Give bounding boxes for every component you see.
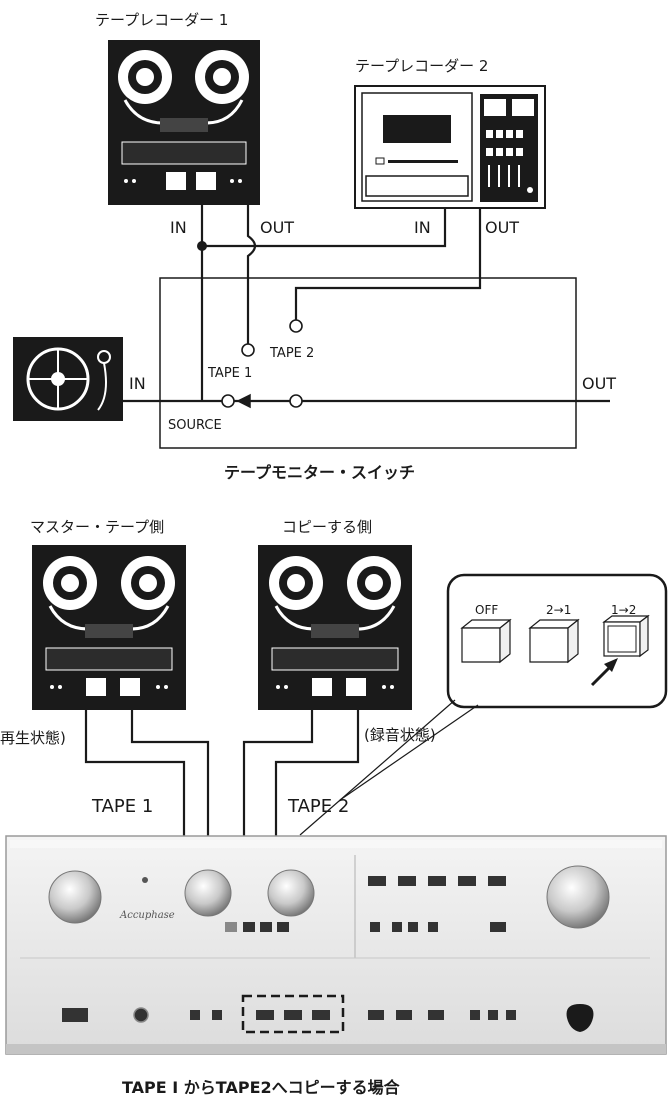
selector-knob[interactable] xyxy=(547,866,609,928)
copy-reel-recorder-icon xyxy=(258,545,412,710)
rec1-in-label: IN xyxy=(170,218,187,237)
rec2-in-wire xyxy=(202,208,445,246)
tape1-terminal-label: TAPE 1 xyxy=(207,366,252,381)
switch-out-label: OUT xyxy=(582,374,616,393)
top-caption: テープモニター・スイッチ xyxy=(224,463,415,482)
switch-off-label: OFF xyxy=(475,603,498,617)
power-switch[interactable] xyxy=(62,1008,88,1022)
brand-script: Accuphase xyxy=(119,910,175,921)
master-cable-2 xyxy=(132,710,208,836)
recorder2-label: テープレコーダー 2 xyxy=(355,57,488,75)
bottom-caption: TAPE I からTAPE2へコピーする場合 xyxy=(122,1078,401,1097)
switch-1to2-button[interactable] xyxy=(604,616,648,656)
tape2-terminal xyxy=(290,320,302,332)
cassette-recorder-2-icon xyxy=(355,86,545,208)
tape-copy-switches[interactable] xyxy=(256,1010,330,1020)
volume-knob[interactable] xyxy=(49,871,101,923)
junction-dot xyxy=(197,241,207,251)
tape1-terminal xyxy=(242,344,254,356)
copy-label: コピーする側 xyxy=(282,518,372,536)
recorder1-label: テープレコーダー 1 xyxy=(95,11,228,29)
turntable-in-label: IN xyxy=(129,374,146,393)
bass-knob[interactable] xyxy=(185,870,231,916)
switch-off-button[interactable] xyxy=(462,620,510,662)
copy-cable-1 xyxy=(244,710,312,836)
master-reel-recorder-icon xyxy=(32,545,186,710)
copy-cable-2 xyxy=(276,710,358,836)
tape-monitor-switch-box xyxy=(160,278,576,448)
playback-state-label: 再生状態) xyxy=(0,729,66,747)
treble-knob[interactable] xyxy=(268,870,314,916)
master-label: マスター・テープ側 xyxy=(30,518,164,536)
switch-1to2-label: 1→2 xyxy=(611,603,636,617)
rec2-out-wire xyxy=(296,208,480,320)
rec2-in-label: IN xyxy=(414,218,431,237)
tape2-terminal-label: TAPE 2 xyxy=(269,346,314,361)
output-terminal xyxy=(290,395,302,407)
tape1-cable-label: TAPE 1 xyxy=(91,796,153,817)
rec1-out-label: OUT xyxy=(260,218,294,237)
source-terminal xyxy=(222,395,234,407)
tape2-cable-label: TAPE 2 xyxy=(287,796,349,817)
callout-leader-2 xyxy=(340,705,478,800)
master-cable-1 xyxy=(86,710,184,836)
rec1-out-wire xyxy=(248,205,255,345)
switch-2to1-label: 2→1 xyxy=(546,603,571,617)
headphone-jack[interactable] xyxy=(134,1008,148,1022)
callout-leader-1 xyxy=(300,700,455,835)
power-indicator-dot xyxy=(142,877,148,883)
reel-recorder-1-icon xyxy=(108,40,260,205)
rec2-out-label: OUT xyxy=(485,218,519,237)
turntable-icon xyxy=(13,337,123,421)
switch-2to1-button[interactable] xyxy=(530,620,578,662)
source-terminal-label: SOURCE xyxy=(168,418,222,433)
